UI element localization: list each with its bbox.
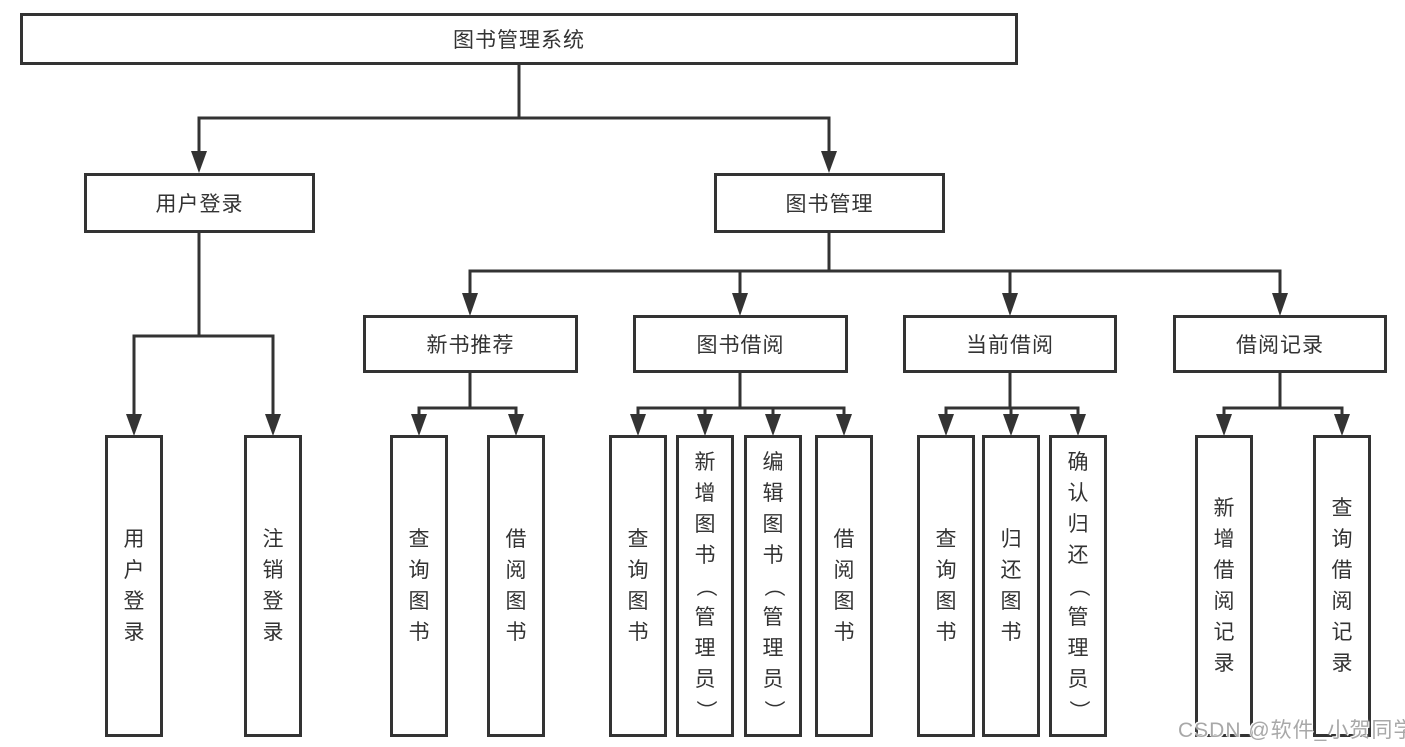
leaf-query-borrow-record-label: 查询借阅记录 bbox=[1331, 497, 1353, 675]
connector-new-book-recommend-children bbox=[411, 373, 524, 436]
node-book-management: 图书管理 bbox=[714, 173, 945, 233]
node-root-label: 图书管理系统 bbox=[453, 29, 585, 52]
leaf-add-book-admin-label: 新增图书（管理员） bbox=[693, 450, 717, 721]
leaf-query-books-current: 查询图书 bbox=[917, 435, 975, 737]
leaf-return-book-label: 归还图书 bbox=[1000, 528, 1022, 644]
connector-user-login-children bbox=[126, 233, 281, 436]
leaf-edit-book-admin: 编辑图书（管理员） bbox=[744, 435, 802, 737]
leaf-confirm-return-admin-label: 确认归还（管理员） bbox=[1066, 450, 1090, 721]
leaf-user-login-label: 用户登录 bbox=[123, 528, 145, 644]
csdn-watermark: CSDN @软件_小贺同学 bbox=[1178, 719, 1405, 742]
leaf-borrow-books-recommend-label: 借阅图书 bbox=[505, 528, 527, 644]
node-borrow-records-label: 借阅记录 bbox=[1236, 334, 1324, 357]
node-user-login: 用户登录 bbox=[84, 173, 315, 233]
node-book-borrow-label: 图书借阅 bbox=[696, 334, 785, 357]
leaf-add-book-admin: 新增图书（管理员） bbox=[676, 435, 734, 737]
leaf-confirm-return-admin: 确认归还（管理员） bbox=[1049, 435, 1107, 737]
leaf-query-books-recommend-label: 查询图书 bbox=[408, 528, 430, 644]
node-new-book-recommend-label: 新书推荐 bbox=[426, 334, 515, 357]
connector-borrow-records-children bbox=[1216, 373, 1350, 436]
leaf-return-book: 归还图书 bbox=[982, 435, 1040, 737]
leaf-query-books-current-label: 查询图书 bbox=[935, 528, 957, 644]
leaf-query-books-borrow-label: 查询图书 bbox=[627, 528, 649, 644]
node-current-borrow: 当前借阅 bbox=[903, 315, 1117, 373]
node-user-login-label: 用户登录 bbox=[155, 193, 244, 216]
leaf-borrow-books-borrow-label: 借阅图书 bbox=[833, 528, 855, 644]
node-borrow-records: 借阅记录 bbox=[1173, 315, 1387, 373]
node-current-borrow-label: 当前借阅 bbox=[966, 334, 1054, 357]
leaf-add-borrow-record-label: 新增借阅记录 bbox=[1213, 497, 1235, 675]
connector-root-to-level2 bbox=[191, 65, 837, 173]
connector-book-management-children bbox=[462, 233, 1288, 316]
leaf-logout: 注销登录 bbox=[244, 435, 302, 737]
leaf-logout-label: 注销登录 bbox=[262, 528, 284, 644]
leaf-borrow-books-borrow: 借阅图书 bbox=[815, 435, 873, 737]
node-book-management-label: 图书管理 bbox=[785, 193, 874, 216]
leaf-query-books-recommend: 查询图书 bbox=[390, 435, 448, 737]
node-book-borrow: 图书借阅 bbox=[633, 315, 848, 373]
leaf-add-borrow-record: 新增借阅记录 bbox=[1195, 435, 1253, 737]
leaf-user-login: 用户登录 bbox=[105, 435, 163, 737]
node-root: 图书管理系统 bbox=[20, 13, 1018, 65]
leaf-query-borrow-record: 查询借阅记录 bbox=[1313, 435, 1371, 737]
leaf-borrow-books-recommend: 借阅图书 bbox=[487, 435, 545, 737]
node-new-book-recommend: 新书推荐 bbox=[363, 315, 578, 373]
leaf-query-books-borrow: 查询图书 bbox=[609, 435, 667, 737]
connector-book-borrow-children bbox=[630, 373, 852, 436]
leaf-edit-book-admin-label: 编辑图书（管理员） bbox=[761, 450, 785, 721]
connector-current-borrow-children bbox=[938, 373, 1086, 436]
